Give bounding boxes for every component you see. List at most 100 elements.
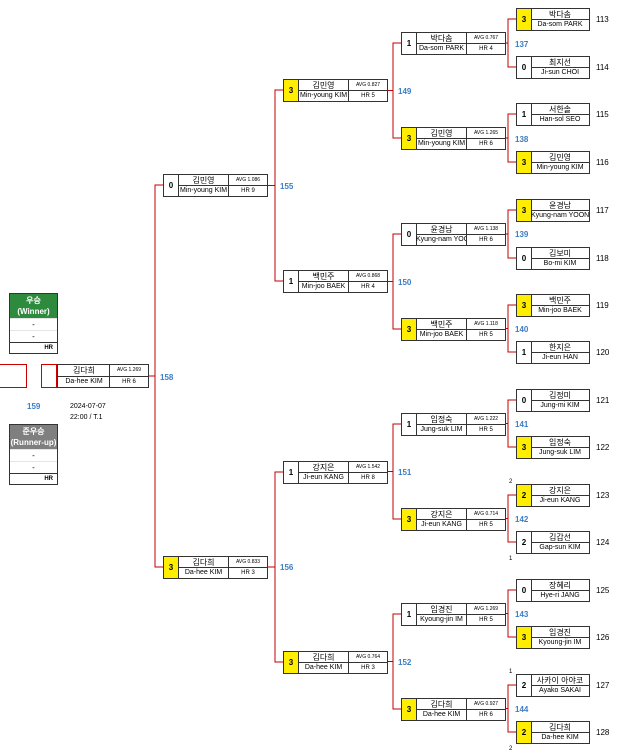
match-number: 140	[515, 325, 529, 334]
seed-number: 122	[596, 443, 610, 452]
player-hr: HR 6	[466, 138, 505, 149]
score-cell: 1	[402, 414, 417, 435]
runner-up-header: 준우승 (Runner-up)	[10, 425, 57, 449]
match-number: 152	[398, 658, 412, 667]
runner-up-hr: HR	[10, 473, 57, 484]
player-avg: AVG 0.833	[228, 557, 267, 568]
seed-number: 123	[596, 491, 610, 500]
player-name-en: Min-joo BAEK	[531, 305, 589, 316]
match-number: 149	[398, 87, 412, 96]
score-cell: 3	[517, 295, 532, 316]
player-avg: AVG 0.764	[348, 652, 387, 663]
player-name-en: Jung-mi KIM	[531, 400, 589, 411]
player-name-en: Bo-mi KIM	[531, 258, 589, 269]
player-name-kr: 백민주	[548, 296, 572, 305]
player-name-kr: 김민영	[312, 81, 335, 90]
score-cell: 3	[402, 699, 417, 720]
player-name-en: Min-joo BAEK	[298, 281, 349, 292]
final-left-stub	[0, 364, 27, 388]
score-cell: 1	[517, 342, 532, 363]
player-hr: HR 3	[348, 662, 387, 673]
player-avg: AVG 1.269	[466, 604, 505, 615]
match-number: 155	[280, 182, 294, 191]
score-cell: 3	[517, 627, 532, 648]
winner-name-kr: -	[10, 318, 57, 330]
player-name-en: Da-hee KIM	[298, 662, 349, 673]
player-name-kr: 장혜리	[548, 581, 572, 590]
match-number: 150	[398, 278, 412, 287]
runner-up-name-kr: -	[10, 449, 57, 461]
score-cell: 0	[517, 57, 532, 78]
score-cell: 3	[517, 437, 532, 458]
player-name-en: Min-young KIM	[178, 185, 229, 194]
seed-number: 125	[596, 586, 610, 595]
match-number: 158	[160, 373, 174, 382]
seed-number: 119	[596, 301, 609, 310]
player-name-kr: 김민영	[192, 176, 215, 185]
player-name-en: Min-young KIM	[531, 162, 589, 173]
score-cell: 1	[517, 104, 532, 125]
score-cell: 3	[284, 80, 299, 101]
score-cell: 0	[402, 224, 417, 245]
player-name-kr: 김다희	[72, 366, 96, 375]
player-name-kr: 김갑선	[548, 533, 572, 542]
seed-number: 126	[596, 633, 610, 642]
player-name-kr: 강지은	[312, 463, 335, 472]
score-cell: 3	[284, 652, 299, 673]
player-name-kr: 임정숙	[430, 415, 453, 424]
player-name-kr: 백민주	[430, 320, 453, 329]
player-avg: AVG 1.086	[228, 175, 267, 186]
player-hr: HR 5	[466, 424, 505, 435]
player-name-kr: 박다솜	[548, 10, 572, 19]
player-name-en: Ji-eun KANG	[298, 472, 349, 483]
player-name-en: Ji-eun KANG	[416, 519, 467, 530]
match-number: 137	[515, 40, 529, 49]
seed-number: 121	[596, 396, 610, 405]
player-hr: HR 5	[348, 90, 387, 101]
player-name-kr: 임경진	[430, 605, 453, 614]
score-cell: 3	[517, 9, 532, 30]
player-name-en: Min-joo BAEK	[416, 329, 467, 340]
tiebreak-score: 2	[509, 479, 513, 485]
runner-up-panel: 준우승 (Runner-up) - - HR	[9, 424, 58, 485]
player-avg: AVG 0.827	[348, 80, 387, 91]
seed-number: 118	[596, 254, 609, 263]
score-cell: 2	[517, 532, 532, 553]
player-name-kr: 김다희	[430, 700, 453, 709]
player-hr: HR 4	[466, 43, 505, 54]
match-number: 139	[515, 230, 529, 239]
player-hr: HR 5	[466, 614, 505, 625]
player-name-kr: 사카이 아야코	[536, 676, 584, 685]
player-hr: HR 6	[109, 376, 148, 387]
player-name-en: Da-hee KIM	[178, 567, 229, 578]
player-name-en: Da-som PARK	[416, 43, 467, 54]
player-name-en: Ji-sun CHOI	[531, 67, 589, 78]
player-name-kr: 김보미	[548, 249, 572, 258]
final-date: 2024-07-07	[70, 403, 106, 410]
score-cell: 3	[517, 152, 532, 173]
match-number: 141	[515, 420, 529, 429]
winner-header: 우승 (Winner)	[10, 294, 57, 318]
player-name-kr: 김다희	[548, 723, 572, 732]
player-name-kr: 백민주	[312, 272, 335, 281]
score-cell: 2	[517, 722, 532, 743]
score-cell: 3	[517, 200, 532, 221]
player-hr: HR 6	[466, 234, 505, 245]
match-number: 143	[515, 610, 529, 619]
player-avg: AVG 0.927	[466, 699, 505, 710]
player-name-kr: 최지선	[548, 58, 572, 67]
match-number: 138	[515, 135, 529, 144]
